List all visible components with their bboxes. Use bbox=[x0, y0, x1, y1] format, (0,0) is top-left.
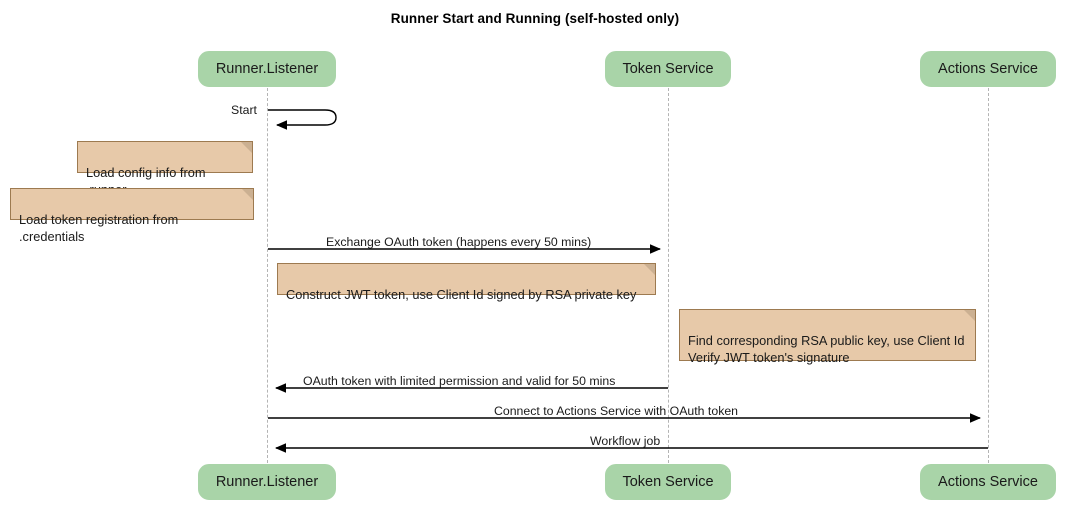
participant-runner-listener-top[interactable]: Runner.Listener bbox=[198, 51, 336, 87]
participant-runner-listener-bottom[interactable]: Runner.Listener bbox=[198, 464, 336, 500]
participant-token-service-top[interactable]: Token Service bbox=[605, 51, 731, 87]
note-text: Load token registration from .credential… bbox=[19, 212, 179, 244]
lifeline-token-service bbox=[668, 88, 669, 463]
participant-actions-service-bottom[interactable]: Actions Service bbox=[920, 464, 1056, 500]
note-load-config-info: Load config info from .runner bbox=[77, 141, 253, 197]
note-load-token-registration: Load token registration from .credential… bbox=[10, 188, 254, 244]
participant-label: Actions Service bbox=[938, 61, 1038, 77]
note-fold-corner-icon bbox=[242, 189, 253, 200]
message-label-connect-to-actions-service: Connect to Actions Service with OAuth to… bbox=[494, 404, 739, 418]
participant-actions-service-top[interactable]: Actions Service bbox=[920, 51, 1056, 87]
note-construct-jwt-token: Construct JWT token, use Client Id signe… bbox=[277, 263, 656, 302]
note-text: Construct JWT token, use Client Id signe… bbox=[286, 287, 637, 302]
participant-label: Token Service bbox=[622, 61, 714, 77]
participant-label: Token Service bbox=[622, 474, 714, 490]
note-fold-corner-icon bbox=[241, 142, 252, 153]
message-label-workflow-job: Workflow job bbox=[590, 434, 661, 448]
note-text: Find corresponding RSA public key, use C… bbox=[688, 333, 965, 365]
message-label-start: Start bbox=[231, 103, 257, 117]
lifeline-actions-service bbox=[988, 88, 989, 463]
lifeline-runner bbox=[267, 88, 268, 463]
participant-label: Runner.Listener bbox=[215, 474, 319, 490]
page-title: Runner Start and Running (self-hosted on… bbox=[390, 11, 680, 26]
participant-label: Runner.Listener bbox=[215, 61, 319, 77]
arrow-start-self-message bbox=[268, 109, 337, 130]
note-fold-corner-icon bbox=[964, 310, 975, 321]
participant-label: Actions Service bbox=[938, 474, 1038, 490]
message-label-oauth-token-return: OAuth token with limited permission and … bbox=[303, 374, 616, 388]
note-verify-jwt-signature: Find corresponding RSA public key, use C… bbox=[679, 309, 976, 365]
message-label-exchange-oauth-token: Exchange OAuth token (happens every 50 m… bbox=[326, 235, 592, 249]
participant-token-service-bottom[interactable]: Token Service bbox=[605, 464, 731, 500]
note-fold-corner-icon bbox=[644, 264, 655, 275]
